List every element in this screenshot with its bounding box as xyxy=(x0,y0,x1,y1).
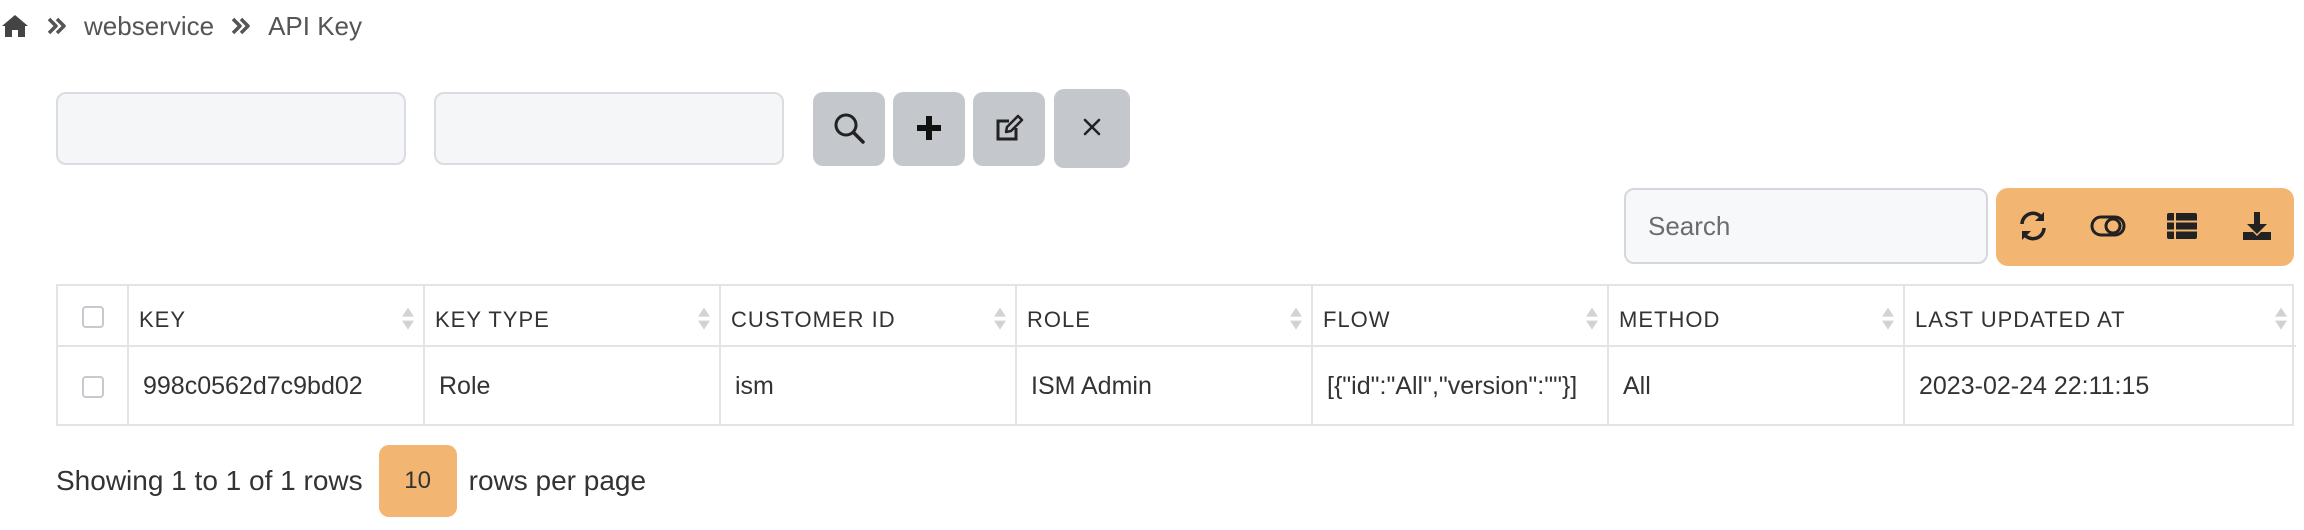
pagination-info: Showing 1 to 1 of 1 rows xyxy=(56,465,363,496)
row-checkbox[interactable] xyxy=(81,376,104,399)
column-header-role[interactable]: ROLE xyxy=(1016,286,1313,346)
column-header-flow[interactable]: FLOW xyxy=(1312,286,1609,346)
plus-icon xyxy=(915,114,943,145)
column-header-label: LAST UPDATED AT xyxy=(1915,306,2126,332)
sort-icon xyxy=(993,305,1007,331)
column-header-label: KEY xyxy=(139,306,187,332)
column-header-label: ROLE xyxy=(1027,306,1091,332)
edit-button[interactable] xyxy=(973,92,1045,166)
breadcrumb-item-api-key: API Key xyxy=(268,10,362,41)
breadcrumb-item-webservice[interactable]: webservice xyxy=(84,10,215,41)
row-select-cell xyxy=(58,346,129,426)
column-header-key-type[interactable]: KEY TYPE xyxy=(424,286,721,346)
filter-input-1[interactable] xyxy=(56,92,406,165)
double-chevron-right-icon xyxy=(42,11,72,41)
columns-button[interactable] xyxy=(2145,188,2220,266)
column-header-label: FLOW xyxy=(1323,306,1391,332)
breadcrumb: webservice API Key xyxy=(0,6,362,46)
toggle-icon xyxy=(2090,215,2126,240)
pagination: Showing 1 to 1 of 1 rows 10 rows per pag… xyxy=(56,445,646,517)
column-header-label: METHOD xyxy=(1619,306,1721,332)
toggle-button[interactable] xyxy=(2071,188,2146,266)
page-size-button[interactable]: 10 xyxy=(378,445,457,517)
clear-button[interactable] xyxy=(1054,89,1130,168)
sort-icon xyxy=(697,305,711,331)
sort-icon xyxy=(1881,305,1895,331)
column-header-method[interactable]: METHOD xyxy=(1608,286,1905,346)
sort-icon xyxy=(2274,305,2288,331)
api-key-table: KEY KEY TYPE CUSTOMER ID ROLE xyxy=(56,284,2296,426)
rows-per-page-label: rows per page xyxy=(468,465,647,496)
table-row[interactable]: 998c0562d7c9bd02 Role ism ISM Admin [{"i… xyxy=(58,346,2296,426)
export-button[interactable] xyxy=(2220,188,2295,266)
search-icon xyxy=(832,111,866,148)
column-header-label: KEY TYPE xyxy=(435,306,550,332)
table-header-row: KEY KEY TYPE CUSTOMER ID ROLE xyxy=(58,286,2296,346)
cell-customer-id: ism xyxy=(720,346,1017,426)
columns-icon xyxy=(2166,212,2198,243)
cell-last-updated-at: 2023-02-24 22:11:15 xyxy=(1919,372,2150,400)
sort-icon xyxy=(1585,305,1599,331)
sort-icon xyxy=(401,305,415,331)
search-input[interactable] xyxy=(1624,188,1988,264)
close-icon xyxy=(1083,118,1101,139)
column-header-label: CUSTOMER ID xyxy=(731,306,896,332)
column-header-customer-id[interactable]: CUSTOMER ID xyxy=(720,286,1017,346)
cell-key-type: Role xyxy=(424,346,721,426)
select-all-checkbox[interactable] xyxy=(81,305,104,328)
sort-icon xyxy=(1289,305,1303,331)
edit-icon xyxy=(994,113,1024,146)
column-header-key[interactable]: KEY xyxy=(128,286,425,346)
cell-method: All xyxy=(1608,346,1905,426)
add-button[interactable] xyxy=(893,92,965,166)
cell-key: 998c0562d7c9bd02 xyxy=(128,346,425,426)
table-toolbar xyxy=(1996,188,2294,266)
refresh-icon xyxy=(2017,210,2049,245)
home-icon[interactable] xyxy=(0,11,30,41)
filter-input-2[interactable] xyxy=(434,92,784,165)
refresh-button[interactable] xyxy=(1996,188,2071,266)
column-header-last-updated-at[interactable]: LAST UPDATED AT xyxy=(1904,286,2296,346)
search-button[interactable] xyxy=(813,92,885,166)
cell-flow: [{"id":"All","version":""}] xyxy=(1312,346,1609,426)
select-all-cell xyxy=(58,286,129,346)
cell-role: ISM Admin xyxy=(1016,346,1313,426)
download-icon xyxy=(2241,210,2273,245)
double-chevron-right-icon xyxy=(226,11,256,41)
